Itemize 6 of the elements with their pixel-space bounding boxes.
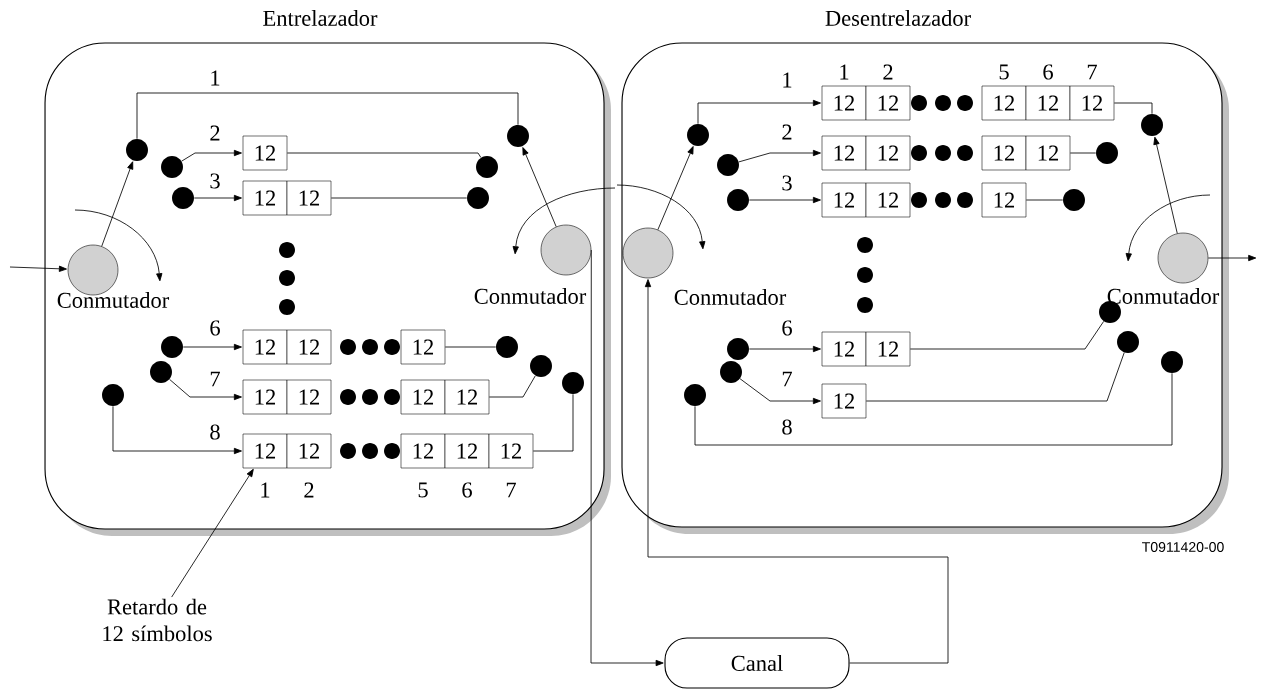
arrow [9,265,67,272]
panel-title: Desentrelazador [825,10,971,26]
annotation: Retardo de 12 símbolos [103,598,212,642]
channel-box: Canal [664,637,850,689]
panel-title: Entrelazador [263,10,378,26]
figure-code: T0911420-00 [1142,542,1224,552]
